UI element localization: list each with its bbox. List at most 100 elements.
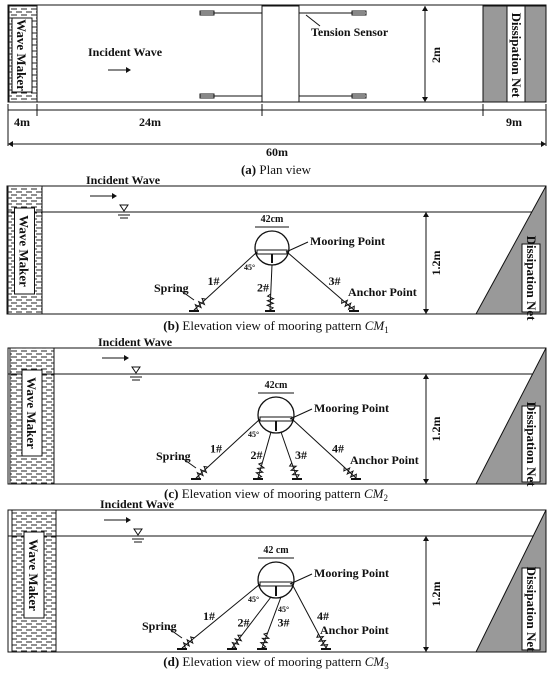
anchor-point-label: Anchor Point — [350, 453, 419, 467]
mooring-line-label-2: 2# — [251, 448, 263, 462]
caption-text: Elevation view of mooring pattern — [179, 654, 365, 669]
caption-subscript: 2 — [384, 493, 389, 503]
mooring-point-label: Mooring Point — [314, 566, 389, 580]
incident-wave-label: Incident Wave — [98, 335, 173, 349]
mooring-line-3 — [261, 596, 282, 649]
depth-label: 1.2m — [429, 417, 443, 442]
diameter-label: 42cm — [265, 380, 288, 391]
plan-dissipation-net-label: Dissipation Net — [509, 13, 524, 99]
caption-pattern: CM — [365, 654, 386, 669]
angle-label-1: 45° — [248, 430, 259, 439]
mooring-line-label-1: 1# — [210, 442, 222, 456]
spring-label: Spring — [154, 281, 189, 295]
mooring-point-label: Mooring Point — [314, 401, 389, 415]
mooring-line-label-2: 2# — [257, 281, 269, 295]
mooring-line-label-2: 2# — [238, 616, 250, 630]
wave-maker-label: Wave Maker — [24, 377, 39, 449]
dissipation-net-label: Dissipation Net — [524, 402, 539, 488]
plan-dim-mid: 24m — [139, 115, 161, 129]
diameter-label: 42 cm — [263, 545, 289, 556]
floating-body — [257, 396, 295, 434]
caption-a-text: Plan view — [256, 162, 311, 177]
water-level-symbol — [131, 366, 141, 374]
caption-d: (d) Elevation view of mooring pattern CM… — [163, 654, 389, 671]
caption-letter: (d) — [163, 654, 179, 669]
plan-dim-total: 60m — [266, 145, 288, 159]
plan-wave-maker-label: Wave Maker — [14, 19, 29, 91]
diameter-label: 42cm — [261, 214, 284, 225]
mooring-line-label-1: 1# — [208, 274, 220, 288]
incident-wave-arrow — [124, 355, 129, 361]
caption-c: (c) Elevation view of mooring pattern CM… — [164, 486, 388, 503]
mooring-line-1 — [181, 583, 261, 649]
incident-wave-arrow — [126, 517, 131, 523]
spring-coil — [265, 293, 275, 311]
mooring-line-1 — [193, 251, 258, 311]
mooring-point-label: Mooring Point — [310, 234, 385, 248]
dissipation-net-label: Dissipation Net — [524, 567, 539, 653]
caption-pattern: CM — [364, 486, 385, 501]
mooring-line-2 — [269, 264, 273, 311]
anchor-point-label: Anchor Point — [320, 623, 389, 637]
spring-coil — [181, 636, 195, 650]
mooring-line-1 — [195, 418, 261, 479]
caption-b: (b) Elevation view of mooring pattern CM… — [163, 318, 388, 335]
elevation-panel-3: Wave Maker Dissipation Net Incident Wave 1.… — [7, 497, 547, 671]
angle-label-1: 45° — [244, 263, 255, 272]
elevation-panel-1: Wave Maker Dissipation Net Incident Wave 1.… — [6, 173, 547, 335]
mooring-line-3 — [286, 251, 355, 311]
spring-coil — [193, 297, 206, 312]
caption-letter: (b) — [163, 318, 179, 333]
spring-coil — [341, 299, 355, 311]
angle-label-1: 45° — [248, 595, 259, 604]
caption-text: Elevation view of mooring pattern — [178, 486, 364, 501]
spring-label: Spring — [142, 619, 177, 633]
mooring-line-label-4: 4# — [332, 442, 344, 456]
incident-wave-arrow — [112, 193, 117, 199]
spring-coil — [231, 634, 243, 649]
caption-text: Elevation view of mooring pattern — [179, 318, 365, 333]
mooring-line-label-4: 4# — [317, 609, 329, 623]
spring-coil — [195, 465, 208, 480]
plan-incident-wave-label: Incident Wave — [88, 45, 163, 59]
mooring-line-4 — [291, 418, 357, 479]
caption-a-letter: (a) — [241, 162, 256, 177]
angle-label-2: 45° — [278, 605, 289, 614]
spring-coil — [288, 462, 300, 479]
spring-coil — [259, 632, 271, 649]
wave-maker-label: Wave Maker — [17, 215, 32, 287]
depth-label: 1.2m — [429, 251, 443, 276]
plan-floating-body — [261, 5, 300, 103]
water-level-symbol — [119, 204, 129, 212]
elevation-panel-2: Wave Maker Dissipation Net Incident Wave 1.… — [7, 335, 547, 503]
plan-width-label: 2m — [429, 47, 443, 63]
wave-maker-label: Wave Maker — [26, 539, 41, 611]
dissipation-net-label: Dissipation Net — [524, 236, 539, 322]
mooring-line-label-3: 3# — [329, 274, 341, 288]
spring-coil — [255, 462, 266, 479]
mooring-line-label-1: 1# — [203, 609, 215, 623]
plan-view: Wave Maker Dissipation Net Incident Wave… — [7, 4, 547, 177]
plan-tension-sensor-label: Tension Sensor — [311, 25, 389, 39]
incident-wave-label: Incident Wave — [86, 173, 161, 187]
anchor-point-label: Anchor Point — [348, 285, 417, 299]
water-level-symbol — [133, 528, 143, 536]
caption-a: (a) Plan view — [241, 162, 312, 177]
plan-dim-left: 4m — [14, 115, 30, 129]
caption-pattern: CM — [365, 318, 386, 333]
spring-label: Spring — [156, 449, 191, 463]
caption-letter: (c) — [164, 486, 178, 501]
caption-subscript: 1 — [384, 325, 389, 335]
spring-coil — [316, 633, 329, 649]
plan-dim-right: 9m — [506, 115, 522, 129]
mooring-line-label-3: 3# — [295, 448, 307, 462]
caption-subscript: 3 — [384, 661, 389, 671]
floating-body — [257, 561, 295, 599]
mooring-line-label-3: 3# — [278, 616, 290, 630]
incident-wave-label: Incident Wave — [100, 497, 175, 511]
depth-label: 1.2m — [429, 582, 443, 607]
spring-coil — [343, 467, 357, 479]
